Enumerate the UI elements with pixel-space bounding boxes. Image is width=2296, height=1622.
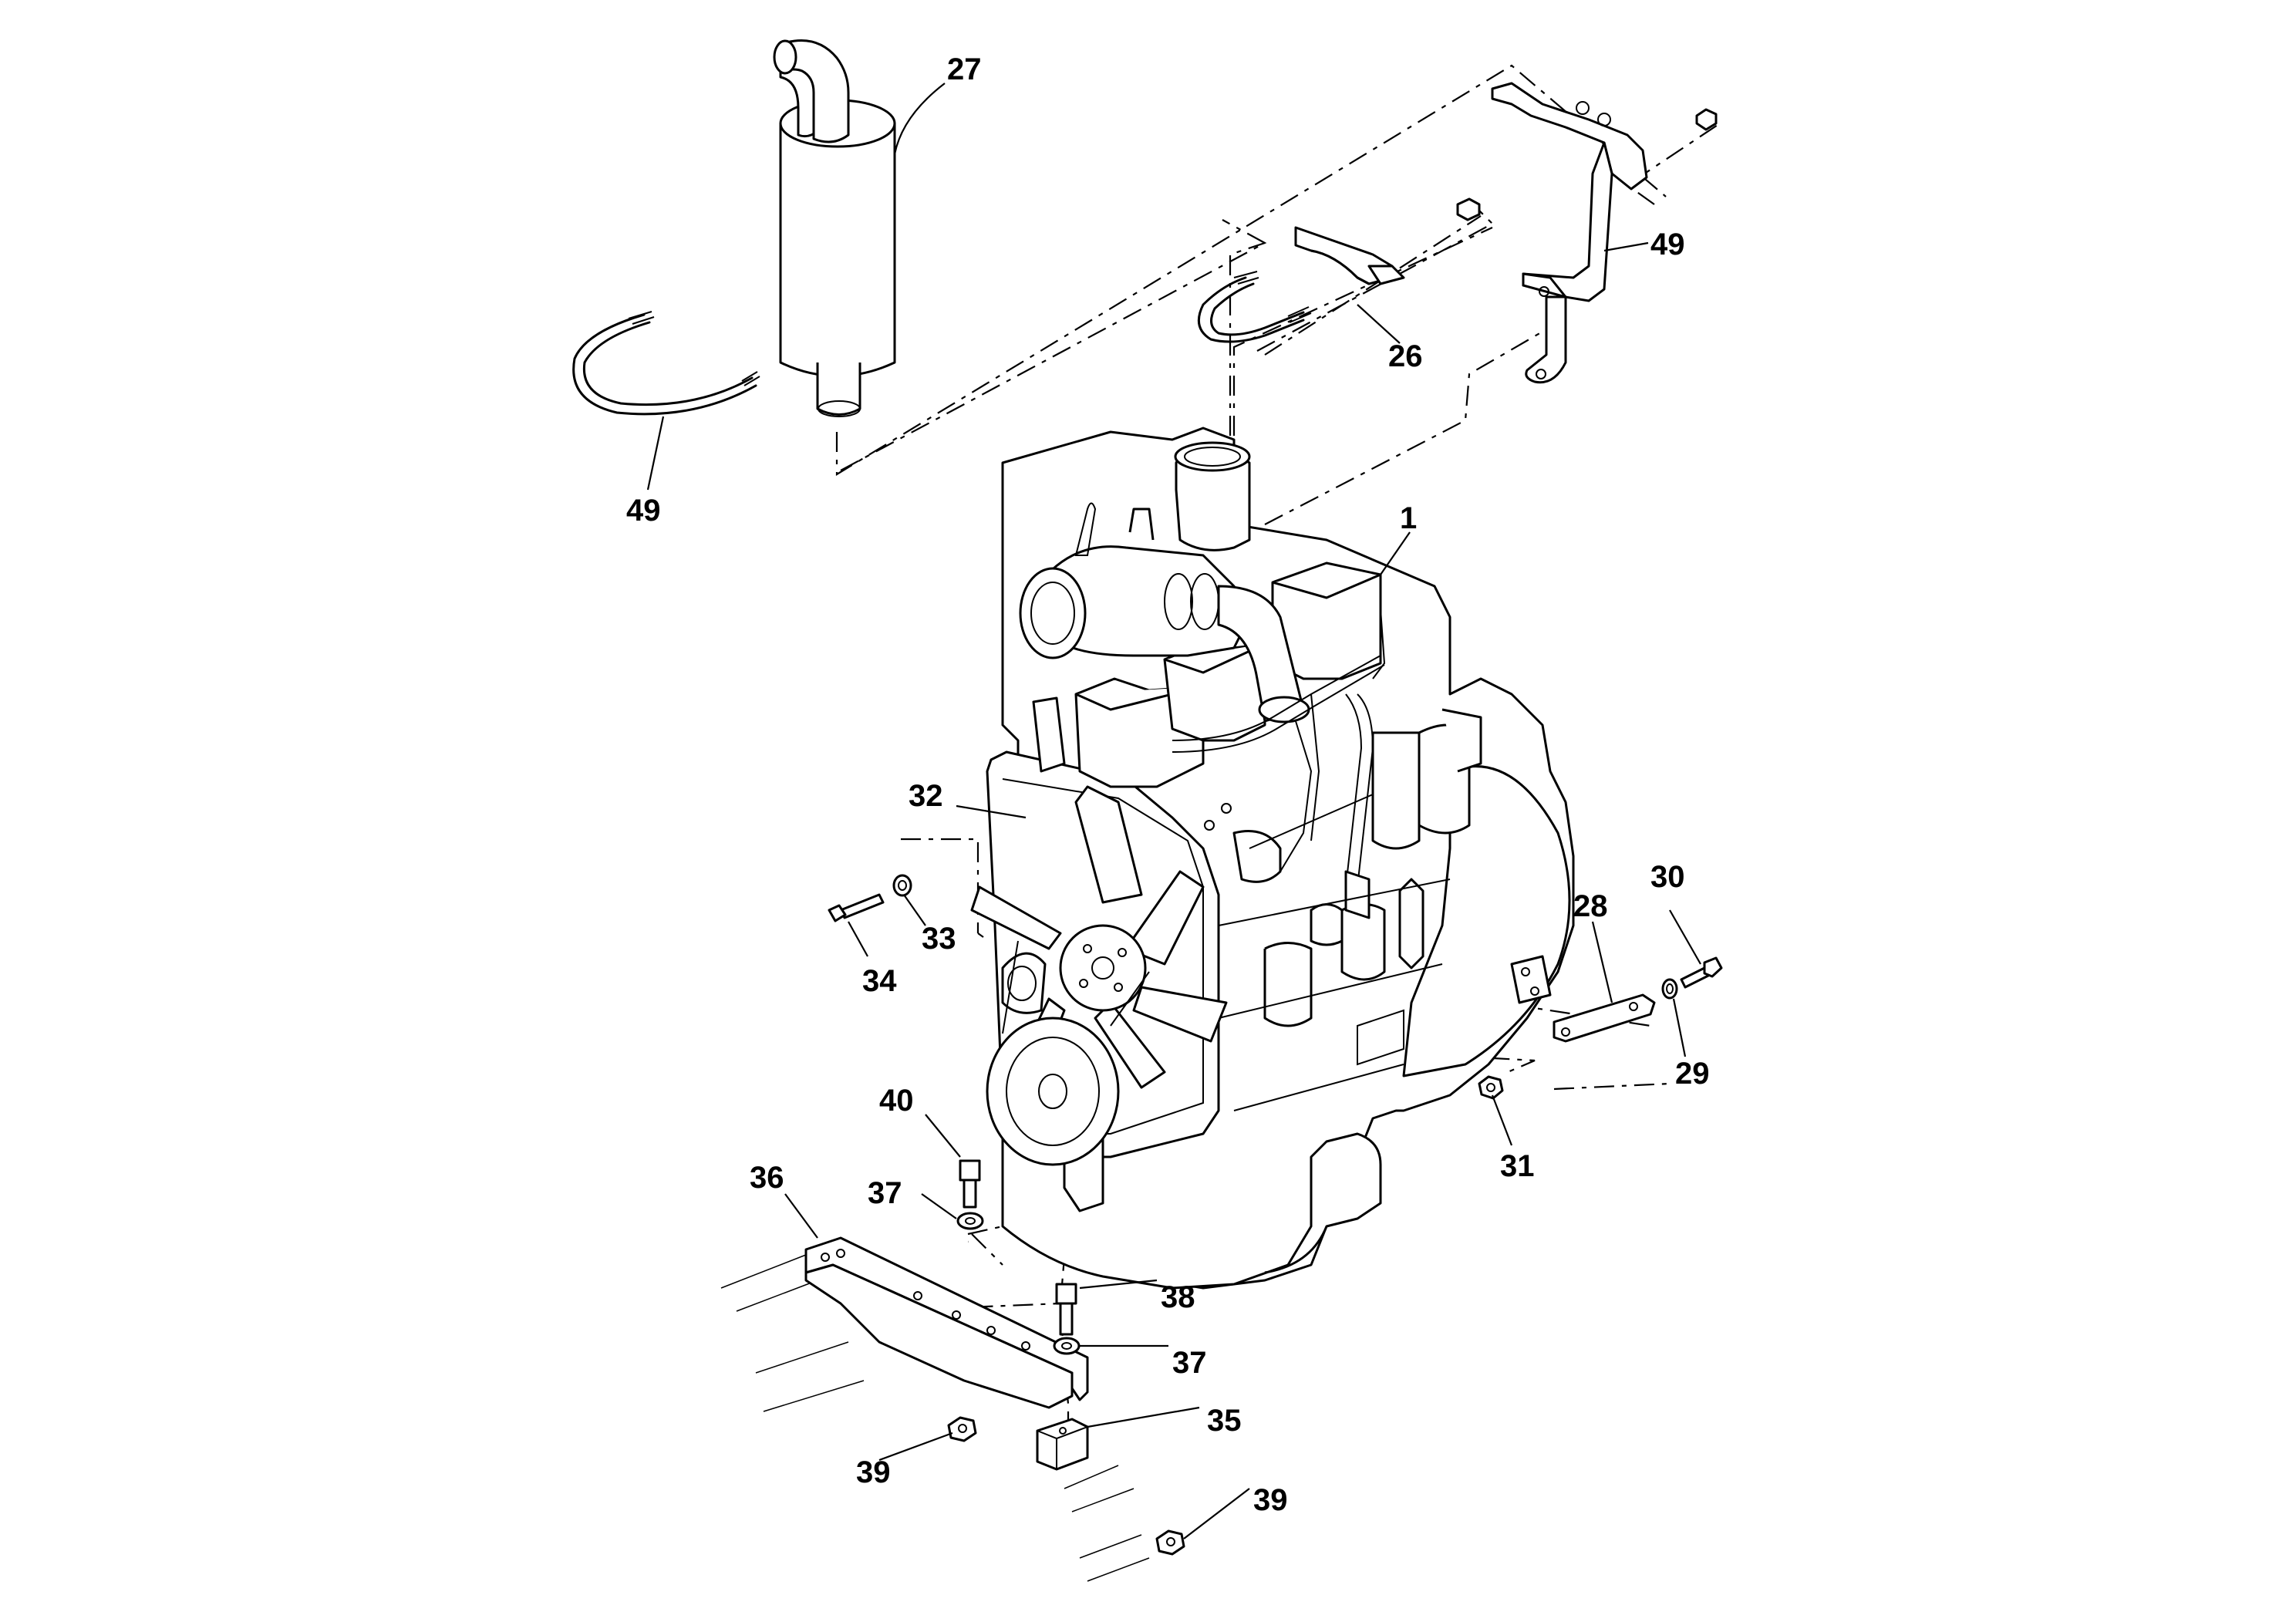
bolt-34: [828, 893, 885, 922]
bolt-40: [959, 1159, 981, 1209]
callout-49-u-bolt: 49: [626, 494, 661, 528]
callout-30: 30: [1650, 860, 1685, 894]
bolt-38: [1055, 1283, 1077, 1336]
nut-39-right: [1155, 1529, 1185, 1556]
support-rail-36: [720, 1236, 1150, 1582]
callout-37-lower: 37: [1172, 1346, 1207, 1380]
callout-39-right: 39: [1253, 1483, 1288, 1517]
callout-36: 36: [750, 1161, 784, 1195]
callout-35: 35: [1207, 1404, 1242, 1438]
callout-39-left: 39: [856, 1455, 891, 1489]
washer-37-upper: [956, 1212, 984, 1230]
washer-33: [892, 874, 912, 897]
u-bolt-left: [572, 311, 760, 416]
callouts: 27 49 49 26 1 32 33 34 28 30 29 31 40 36…: [626, 52, 1710, 1517]
callout-33: 33: [922, 922, 956, 956]
callout-38: 38: [1161, 1280, 1195, 1314]
callout-49-bracket: 49: [1650, 228, 1685, 261]
throttle-bracket: [1553, 993, 1656, 1043]
callout-28: 28: [1573, 889, 1608, 923]
bolt-30: [1680, 956, 1723, 989]
callout-32: 32: [909, 779, 943, 813]
callout-40: 40: [879, 1084, 914, 1118]
washer-29: [1661, 978, 1678, 1000]
exhaust-bracket: [1491, 82, 1718, 384]
muffler: [773, 39, 896, 417]
callout-37-upper: 37: [868, 1176, 902, 1210]
rubber-mount-35: [1036, 1418, 1089, 1471]
crank-pulley: [986, 940, 1150, 1166]
washer-37-lower: [1053, 1337, 1081, 1355]
callout-31: 31: [1500, 1149, 1535, 1183]
callout-27: 27: [947, 52, 982, 86]
nut-31: [1478, 1075, 1504, 1100]
callout-26: 26: [1388, 339, 1423, 373]
nut-39-left: [947, 1416, 977, 1442]
callout-34: 34: [862, 964, 897, 998]
callout-1: 1: [1400, 501, 1417, 535]
leader-lines: [646, 83, 1701, 1539]
callout-29: 29: [1675, 1057, 1710, 1091]
u-bolt-clamp: [1197, 197, 1481, 343]
